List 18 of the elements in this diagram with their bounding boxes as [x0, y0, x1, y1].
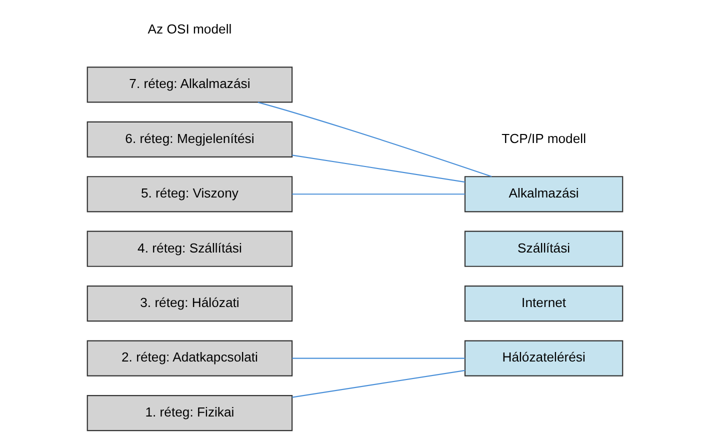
node-box: Szállítási: [464, 230, 624, 267]
connector: [292, 154, 466, 183]
node-box: 6. réteg: Megjelenítési: [86, 121, 293, 158]
node-box: 3. réteg: Hálózati: [86, 286, 293, 322]
node-box: 2. réteg: Adatkapcsolati: [86, 340, 293, 376]
node-box: 5. réteg: Viszony: [86, 176, 293, 212]
label: TCP/IP modell: [502, 130, 586, 146]
node-box: 4. réteg: Szállítási: [86, 230, 293, 267]
node-box: Internet: [464, 286, 624, 322]
connector: [292, 358, 465, 359]
node-box: Alkalmazási: [464, 176, 624, 212]
node-box: 7. réteg: Alkalmazási: [86, 66, 293, 103]
connector: [292, 194, 465, 195]
label: Az OSI modell: [148, 21, 232, 36]
node-box: 1. réteg: Fizikai: [86, 394, 293, 432]
connector: [258, 102, 492, 178]
node-box: Hálózatelérési: [464, 340, 624, 376]
connector: [292, 370, 466, 398]
